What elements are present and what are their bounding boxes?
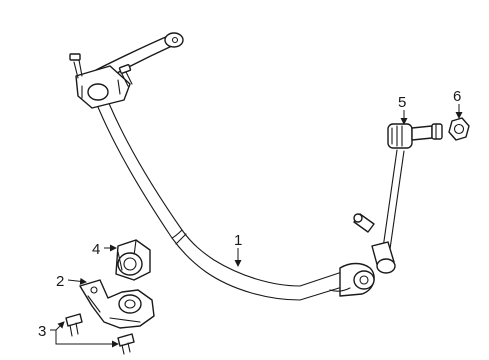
bolt-lower [117, 333, 135, 355]
callout-5: 5 [398, 94, 406, 111]
bushing [115, 239, 151, 281]
bolt-upper [65, 313, 83, 337]
callout-3: 3 [38, 323, 46, 340]
callout-1: 1 [234, 232, 242, 249]
callout-4: 4 [92, 241, 100, 258]
stabilizer-bar [69, 32, 375, 301]
callout-2: 2 [56, 273, 64, 290]
leaders [50, 104, 463, 348]
bracket [79, 279, 155, 329]
nut [448, 117, 470, 141]
callout-6: 6 [453, 88, 461, 105]
stabilizer-link [353, 123, 443, 274]
